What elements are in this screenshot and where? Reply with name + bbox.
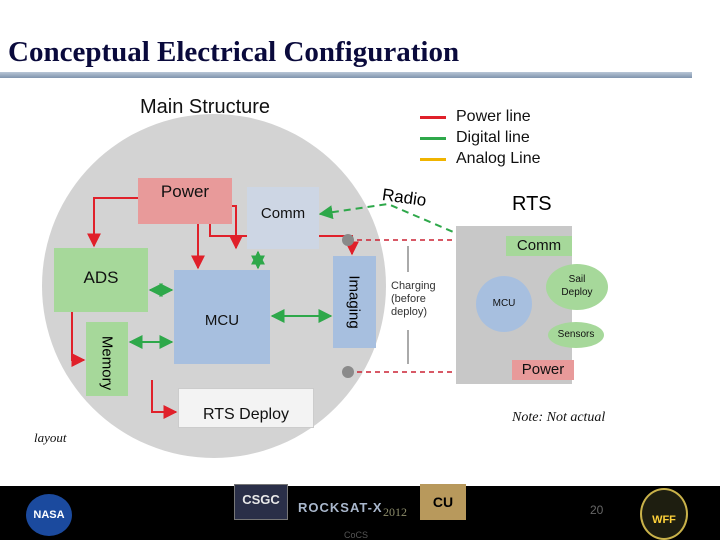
power-line-ads [87,197,138,248]
connector-node [342,234,354,246]
power-box: Power [138,178,232,224]
imaging-box [333,256,376,348]
layout-note-continued: layout [34,430,67,445]
sail-deploy-line-2: Deploy [561,287,593,298]
legend-label: Digital line [456,129,530,146]
nasa-logo: NASA [26,494,72,536]
csgc-logo: CSGC [234,484,288,520]
power-line-swatch [420,116,446,119]
analog-line-swatch [420,158,446,161]
charging-note-line: (before [391,293,426,305]
power-line-rts-deploy [151,380,178,419]
rts-power-box: Power [512,360,574,380]
page-title: Conceptual Electrical Configuration [8,36,460,68]
cu-logo: CU [420,484,466,520]
charging-note: Charging (before deploy) [391,280,436,319]
charging-note-line: deploy) [391,306,428,318]
sail-deploy-line-1: Sail [568,274,586,285]
digital-line-swatch [420,137,446,140]
ads-box: ADS [54,248,148,312]
connector-node [342,366,354,378]
rts-comm-box: Comm [506,236,572,256]
rts-title: RTS [512,193,552,215]
footer-bar [0,486,720,540]
power-line-comm [229,205,243,250]
memory-label: Memory [98,335,116,391]
wff-logo: WFF [640,488,688,540]
main-structure-label: Main Structure [140,96,271,118]
footer-year: 2012 [383,505,407,519]
title-rule [0,72,692,78]
mcu-box: MCU [174,270,270,364]
comm-box: Comm [247,187,319,249]
charging-note-line: Charging [391,280,436,292]
rocksat-logo: ROCKSAT-X [298,500,383,515]
layout-note: Note: Not actual [512,410,606,425]
rts-sensors: Sensors [548,322,604,348]
legend-label: Analog Line [456,150,541,167]
legend-label: Power line [456,108,531,125]
rts-mcu: MCU [476,276,532,332]
page-number: 20 [590,503,604,517]
rts-sail-deploy: Sail Deploy [546,264,608,310]
rts-deploy-box: RTS Deploy [178,388,314,428]
footer-credit: CoCS [344,530,369,540]
imaging-label: Imaging [345,275,363,329]
power-line-memory [71,312,86,367]
memory-box [86,322,128,396]
